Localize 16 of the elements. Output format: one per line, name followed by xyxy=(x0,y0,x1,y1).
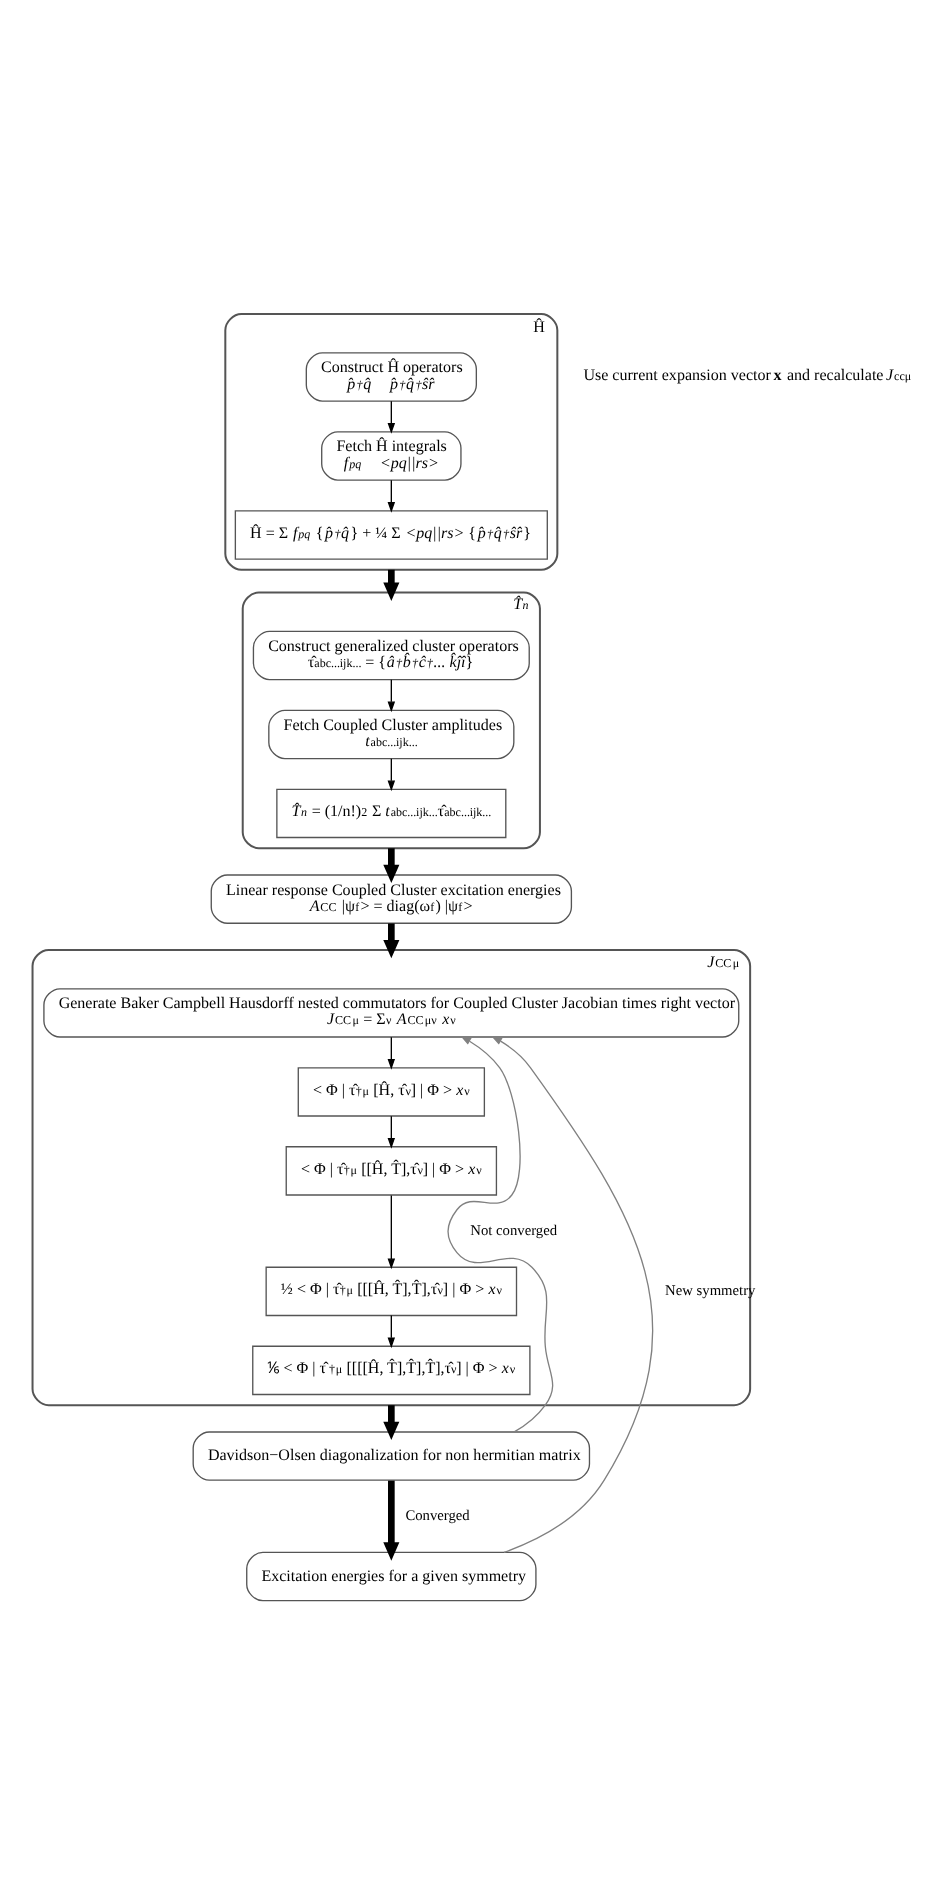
arrow xyxy=(383,1479,400,1560)
arrow xyxy=(387,478,396,512)
arrow xyxy=(387,399,396,433)
arrow xyxy=(383,847,400,883)
arrow xyxy=(387,1035,396,1069)
arrow xyxy=(491,1035,654,1553)
edge-label: Not converged xyxy=(470,1219,558,1238)
arrow xyxy=(387,1193,396,1269)
arrow xyxy=(387,757,396,791)
arrow xyxy=(387,678,396,712)
arrow xyxy=(387,1114,396,1148)
arrow xyxy=(383,922,400,958)
edge-label: Converged xyxy=(405,1505,470,1524)
arrow xyxy=(383,1404,400,1440)
arrow xyxy=(387,1313,396,1348)
arrow xyxy=(447,1035,554,1432)
